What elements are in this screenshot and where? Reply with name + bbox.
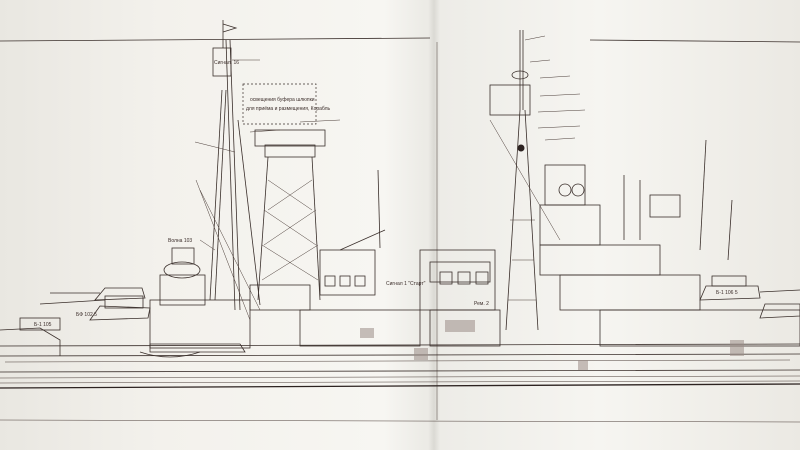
right-director-porthole-2 [571,183,585,197]
mid-deckhouse-1 [249,284,311,311]
right-hangar [539,244,661,276]
hull-line-2 [0,375,800,379]
left-turret-label: Б-1 105 [34,322,52,328]
tripod-mast-left [195,39,261,321]
bow-superstructure [0,327,61,356]
hatched-panel-4 [730,340,744,356]
right-lower-house [559,274,701,311]
rangefinder-dome [163,261,201,279]
aft-deckhouse-inner [429,261,491,283]
mid-deckhouse-2 [319,249,376,296]
frame-line-bottom [0,419,800,423]
left-turret-label-b: БФ 102 5 [76,312,97,318]
right-mast-platform [489,84,531,116]
aerial-1 [377,169,381,249]
right-turret-label: Б-1 106 5 [716,290,738,296]
dashed-box-line-1: освещения буфера шлюпки [250,97,315,103]
mast-top-plate [212,47,232,77]
aft-window-1 [439,271,453,285]
mid-deckhouse-3 [299,309,421,347]
waterline [0,383,800,389]
lattice-tower-left [254,129,326,301]
right-director-block [544,164,586,206]
tripod-mast-right [489,30,561,331]
center-caption: Сигнал 1 "Старт" [386,281,426,287]
deck-line-2 [0,343,800,347]
aft-block-lower [429,309,501,347]
right-radar-dish [511,70,529,80]
hatched-panel-3 [445,320,475,332]
boat-2 [149,343,246,353]
aft-window-2 [457,271,471,285]
window-2 [339,275,351,287]
aerial-4 [699,139,707,251]
window-3 [354,275,366,287]
aft-tower-label: Рем. 2 [474,301,489,307]
derrick-1 [339,229,386,251]
blast-shield-label: Волна 103 [168,238,193,244]
dashed-box-line-2: для приёма и размещения, Корабль [246,106,331,112]
portholes-row [4,359,791,363]
aft-turret-far-right [759,303,800,319]
mast-flag [222,23,238,33]
aft-searchlight-platform [649,194,681,218]
aft-turret-right [699,275,800,301]
rangefinder-base [159,274,206,306]
bridge-block [149,299,251,349]
right-director-porthole [558,183,572,197]
hull-line-1 [0,369,800,373]
right-deck-block [599,309,800,347]
mast-marker-dot [517,144,525,152]
frame-line-right [589,39,800,43]
hatched-panel-5 [578,360,588,370]
window-1 [324,275,336,287]
director-tower [171,247,195,265]
forward-deckhouse [19,317,61,331]
leader-lines [194,35,586,251]
deck-line-1 [0,353,800,357]
aft-window-3 [475,271,489,285]
right-main-block [539,204,601,246]
boat-1 [139,351,201,358]
hatched-panel-1 [360,328,374,338]
hull-line-3 [0,380,800,384]
hatched-panel-2 [414,348,428,360]
forward-turret-b [50,287,146,301]
mast-plate-label: Сигнал. 16 [214,60,240,66]
dashed-info-box [242,83,317,125]
frame-line-left [0,37,431,42]
aerial-5 [727,199,733,261]
